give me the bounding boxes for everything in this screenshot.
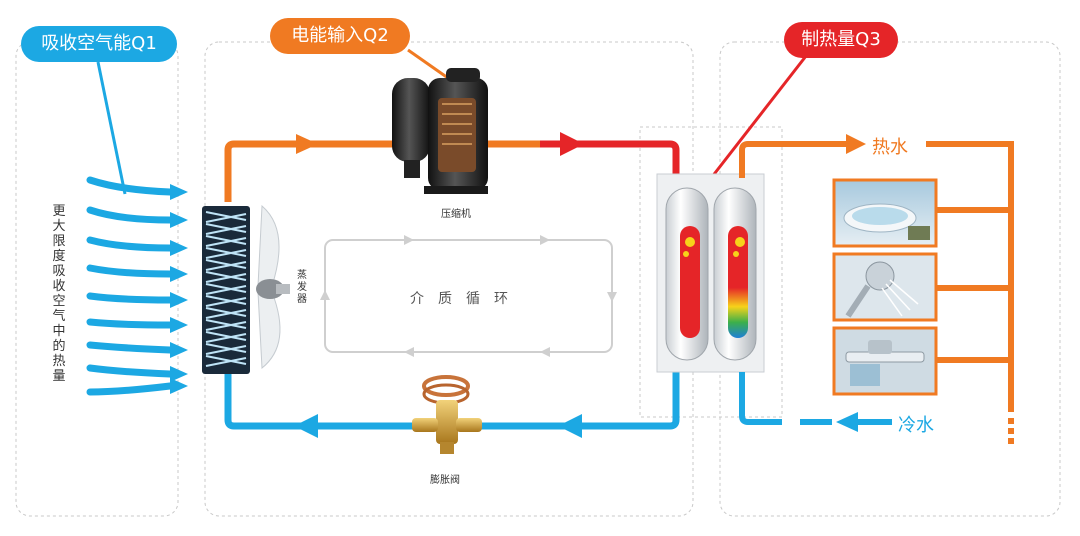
q1-label: 吸收空气能Q1: [21, 26, 177, 62]
compressor-label: 压缩机: [441, 209, 471, 220]
air-section-box: [15, 41, 179, 517]
q1-pointer-line: [96, 61, 127, 195]
flow-arrow-blue-right: [558, 414, 582, 438]
faucet-icon: [832, 326, 938, 396]
pipe-suction-orange: [224, 140, 560, 202]
medium-cycle-label: 介质循环: [410, 291, 522, 307]
flow-arrow-blue-left: [294, 414, 318, 438]
flow-arrow-orange: [296, 134, 318, 154]
evaporator-label: 蒸发器: [297, 270, 307, 305]
compressor-icon: [392, 68, 488, 194]
q3-pointer-line: [706, 55, 808, 183]
hot-water-label: 热水: [872, 137, 908, 158]
cold-water-pipe: [739, 372, 782, 425]
evaporator-coil-icon: [202, 206, 250, 374]
hot-water-pipe: [739, 141, 848, 178]
water-tank-icon: [656, 173, 765, 373]
shower-icon: [832, 252, 938, 322]
q3-label: 制热量Q3: [784, 22, 898, 58]
cold-water-label: 冷水: [898, 415, 934, 436]
expansion-valve-label: 膨胀阀: [430, 475, 460, 486]
flow-arrow-red: [560, 132, 584, 156]
expansion-valve-icon: [412, 375, 482, 454]
fan-icon: [256, 204, 290, 369]
q2-label: 电能输入Q2: [270, 18, 410, 54]
absorb-heat-text: 更大限度吸收空气中的热量: [52, 204, 66, 384]
bathtub-icon: [832, 178, 938, 248]
air-flow-icon: [86, 176, 174, 396]
pipe-discharge-red: [540, 140, 680, 178]
